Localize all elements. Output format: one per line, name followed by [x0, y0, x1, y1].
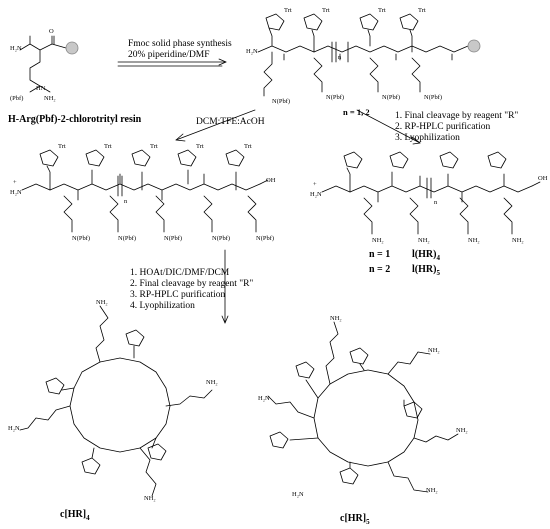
int-trt-2: Trt [322, 7, 330, 14]
pfp-trt-1: Trt [58, 143, 66, 150]
pfp-trt-3: Trt [150, 143, 158, 150]
lin-nh2-1: NH₂ [372, 237, 384, 244]
protected-free-peptide [21, 149, 269, 233]
int-npbf-2: N(Pbf) [326, 94, 345, 101]
pfp-h2n: H₂N [10, 189, 22, 196]
protected-peptide-chain [257, 13, 481, 97]
resin-structure [19, 35, 79, 93]
arrows [117, 58, 421, 324]
pfp-npbf-3: N(Pbf) [164, 235, 183, 242]
cyclic-4-name: c[HR]4 [60, 509, 90, 522]
step1-line1: Fmoc solid phase synthesis [128, 39, 232, 49]
int-npbf-1: N(Pbf) [272, 98, 291, 105]
resin-nh2-label: H₂N [10, 45, 22, 52]
step2-reagent: DCM:TFE:AcOH [196, 117, 265, 127]
step3-list: 1. Final cleavage by reagent "R" 2. RP-H… [395, 111, 518, 144]
cyclic-5-sub: 5 [366, 518, 370, 526]
step3-item: 2. RP-HPLC purification [395, 122, 491, 132]
cyclic-4-sub: 4 [86, 514, 90, 522]
lin-nh2-4: NH₂ [512, 237, 524, 244]
pfp-npbf-1: N(Pbf) [72, 235, 91, 242]
linear-name-2: l(HR)5 [412, 264, 440, 277]
pfp-npbf-4: N(Pbf) [212, 235, 231, 242]
step4-item: 1. HOAt/DIC/DMF/DCM [130, 268, 230, 278]
int-trt-1: Trt [284, 7, 292, 14]
int-h2n-label: H₂N [246, 48, 258, 55]
int-npbf-3: N(Pbf) [382, 94, 401, 101]
intermediate-n-values: n = 1, 2 [343, 107, 370, 117]
resin-pbf-label: (Pbf) [10, 95, 24, 102]
c5-h2n-left: H₂N [258, 395, 270, 402]
pfp-sub-n: n [124, 198, 128, 205]
c4-h2n-left: H₂N [8, 425, 20, 432]
step4-item: 4. Lyophilization [130, 301, 195, 311]
pfp-trt-4: Trt [196, 143, 204, 150]
c5-nh2-lowright: NH₂ [456, 427, 468, 434]
pfp-oh: OH [266, 177, 276, 184]
linear-n2-label: n = 2 [369, 264, 391, 275]
lin-nh2-3: NH₂ [468, 237, 480, 244]
pfp-plus: + [13, 179, 17, 186]
step4-item: 2. Final cleavage by reagent "R" [130, 279, 254, 289]
int-npbf-4: N(Pbf) [424, 94, 443, 101]
linear-name-1-sub: 4 [436, 254, 440, 262]
lin-h2n: H₂N [310, 191, 322, 198]
linear-name-2-sub: 5 [436, 269, 440, 277]
c5-nh2-top: NH₂ [330, 315, 342, 322]
c5-nh2-bottom: NH₂ [426, 487, 438, 494]
cyclic-4-structure [19, 305, 213, 497]
lin-sub-n: n [434, 199, 438, 206]
cyclic-5-name: c[HR]5 [340, 513, 370, 526]
lin-oh: OH [538, 175, 548, 182]
int-sub-n: n [338, 54, 342, 61]
pfp-npbf-2: N(Pbf) [118, 235, 137, 242]
lin-nh2-2: NH₂ [418, 237, 430, 244]
resin-nh2-end-label: NH₂ [44, 95, 56, 102]
step4-list: 1. HOAt/DIC/DMF/DCM 2. Final cleavage by… [130, 268, 253, 312]
step4-item: 3. RP-HPLC purification [130, 290, 226, 300]
lin-plus: + [313, 181, 317, 188]
pfp-trt-2: Trt [104, 143, 112, 150]
linear-n1-label: n = 1 [369, 249, 391, 260]
int-trt-4: Trt [418, 7, 426, 14]
cyclic-5-structure [267, 321, 459, 493]
pfp-npbf-5: N(Pbf) [256, 235, 275, 242]
int-trt-3: Trt [378, 7, 386, 14]
resin-oxygen-label: O [49, 28, 54, 35]
resin-label: H-Arg(Pbf)-2-chlorotrityl resin [8, 114, 142, 125]
c4-nh2-right: NH₂ [206, 379, 218, 386]
pfp-trt-5: Trt [244, 143, 252, 150]
c4-nh2-bottom: NH₂ [144, 495, 156, 502]
step1-line2: 20% piperidine/DMF [128, 50, 210, 60]
step3-item: 1. Final cleavage by reagent "R" [395, 111, 519, 121]
c5-nh2-right: NH₂ [428, 347, 440, 354]
linear-peptide [321, 151, 541, 235]
c4-nh2-top: NH₂ [96, 299, 108, 306]
step3-item: 3. Lyophilization [395, 133, 460, 143]
c5-h2n-bottom: H₂N [292, 491, 304, 498]
linear-name-1: l(HR)4 [412, 249, 440, 262]
resin-nh-label: HN [36, 85, 46, 92]
